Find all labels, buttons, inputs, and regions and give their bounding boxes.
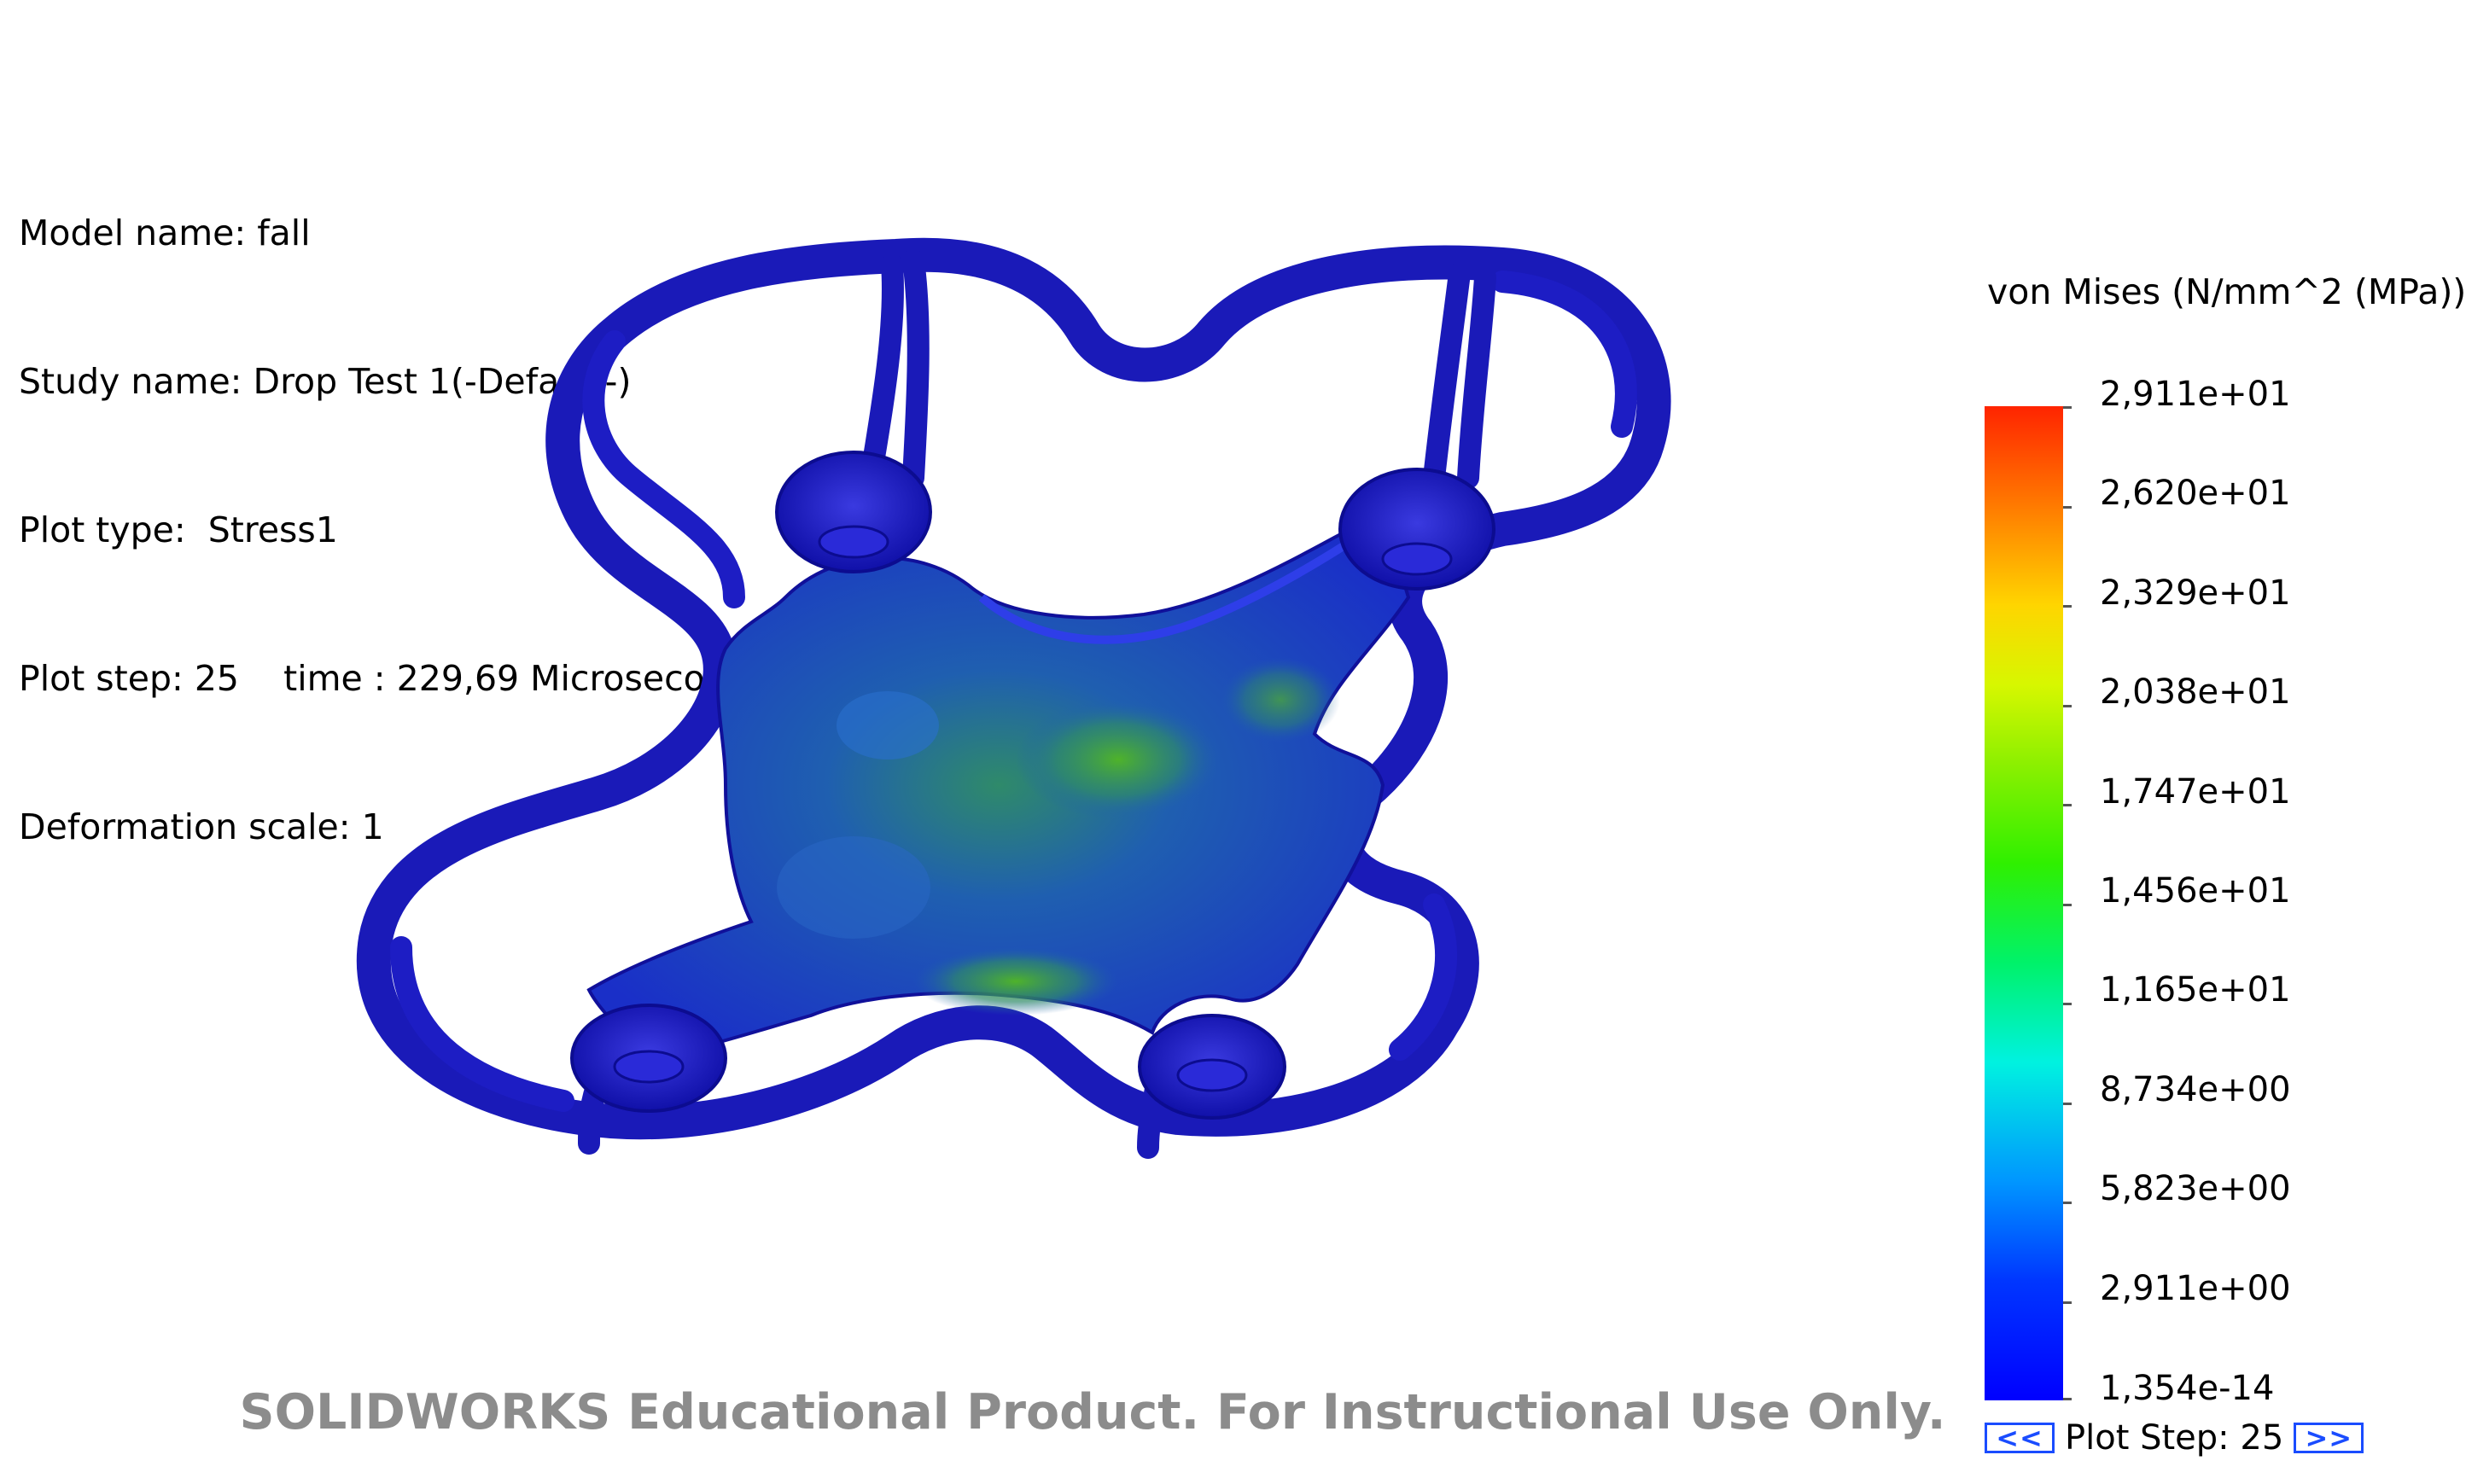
motor-hub-bottom-right xyxy=(1138,1014,1286,1120)
legend-label-2: 2,329e+01 xyxy=(2100,573,2291,613)
motor-hub-top-left xyxy=(775,451,932,573)
legend-tick xyxy=(2063,1102,2072,1105)
plot-type-label: Plot type: Stress1 xyxy=(19,509,338,550)
drone-body-plate xyxy=(586,509,1411,1061)
legend-label-3: 2,038e+01 xyxy=(2100,672,2291,712)
legend-label-4: 1,747e+01 xyxy=(2100,772,2291,812)
legend-label-10: 1,354e-14 xyxy=(2100,1369,2275,1408)
plot-step-control: << Plot Step: 25 >> xyxy=(1985,1418,2364,1458)
legend-ticks xyxy=(2063,406,2073,1400)
plot-step-label: Plot Step: 25 xyxy=(2065,1418,2284,1458)
legend-tick xyxy=(2063,1301,2072,1304)
legend-label-0: 2,911e+01 xyxy=(2100,375,2291,414)
educational-watermark: SOLIDWORKS Educational Product. For Inst… xyxy=(239,1384,1946,1440)
legend-label-5: 1,456e+01 xyxy=(2100,871,2291,911)
motor-hub-bottom-left xyxy=(570,1004,727,1113)
plot-info-block: Model name: fall Study name: Drop Test 1… xyxy=(19,109,767,951)
stress-color-bar xyxy=(1985,406,2063,1400)
legend-title: von Mises (N/mm^2 (MPa)) xyxy=(1987,271,2466,312)
previous-step-button[interactable]: << xyxy=(1985,1422,2055,1454)
legend-tick xyxy=(2063,704,2072,707)
deformation-scale-label: Deformation scale: 1 xyxy=(19,806,384,847)
legend-tick xyxy=(2063,1202,2072,1204)
legend-tick xyxy=(2063,804,2072,806)
next-step-button[interactable]: >> xyxy=(2294,1422,2364,1454)
motor-hub-top-right xyxy=(1338,468,1495,591)
guard-struts xyxy=(578,249,1496,1159)
legend-tick xyxy=(2063,903,2072,906)
legend-tick xyxy=(2063,605,2072,608)
legend-tick xyxy=(2063,406,2072,409)
legend-tick xyxy=(2063,1003,2072,1005)
model-name-label: Model name: fall xyxy=(19,212,311,253)
legend-label-6: 1,165e+01 xyxy=(2100,970,2291,1010)
legend-tick xyxy=(2063,1397,2072,1400)
legend-tick xyxy=(2063,505,2072,509)
legend-label-8: 5,823e+00 xyxy=(2100,1169,2291,1208)
legend-label-7: 8,734e+00 xyxy=(2100,1070,2291,1109)
legend-label-1: 2,620e+01 xyxy=(2100,474,2291,513)
legend-label-9: 2,911e+00 xyxy=(2100,1269,2291,1308)
